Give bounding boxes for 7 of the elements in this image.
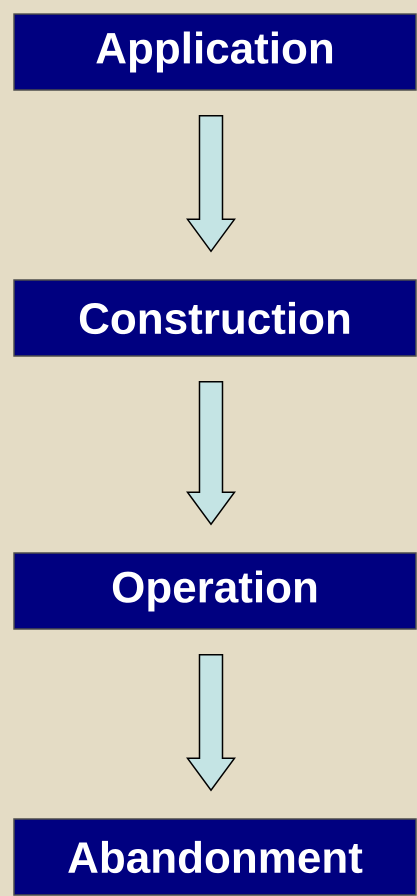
stage-box: Application — [13, 13, 417, 91]
stage-box: Operation — [13, 552, 417, 630]
stage-box: Abandonment — [13, 818, 417, 896]
stage-box: Construction — [13, 279, 417, 357]
block-arrow — [186, 654, 236, 792]
block-arrow — [186, 381, 236, 526]
block-arrow — [186, 115, 236, 253]
